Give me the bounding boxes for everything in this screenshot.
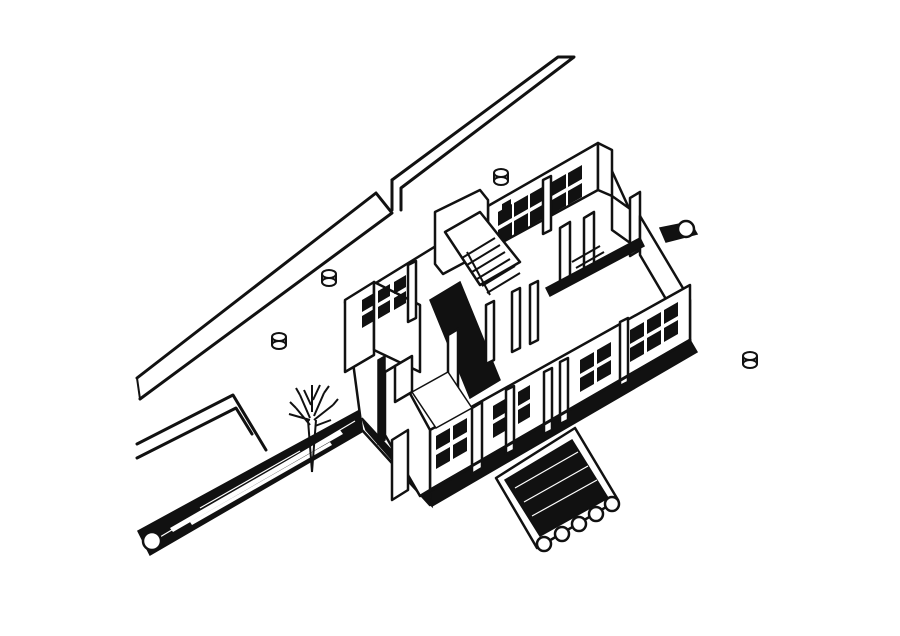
bollard-icon <box>553 525 571 543</box>
front-left-room <box>377 327 474 502</box>
stair-hall <box>429 188 540 400</box>
terrace-bollards <box>535 495 621 553</box>
left-wing <box>343 259 422 374</box>
left-wing-windows <box>362 275 406 328</box>
bollard-icon <box>570 515 588 533</box>
column-base-icon <box>493 168 509 186</box>
bollard-icon <box>141 530 163 552</box>
right-room <box>545 210 645 298</box>
bollard-icon <box>603 495 621 513</box>
bollard-icon <box>535 535 553 553</box>
back-wall-windows <box>498 165 582 244</box>
tree-icon <box>288 384 339 473</box>
column-bases <box>271 168 758 369</box>
back-wall-upper <box>486 141 614 252</box>
rear-terrace <box>494 426 620 550</box>
site-boundary-wall <box>135 55 576 460</box>
column-base-icon <box>742 351 758 369</box>
front-windows <box>436 302 678 469</box>
bollard-icon <box>676 219 696 239</box>
column-base-icon <box>321 269 337 287</box>
front-facade <box>428 283 692 492</box>
column-base-icon <box>271 332 287 350</box>
bollard-icon <box>587 505 605 523</box>
stair-icon <box>461 237 521 296</box>
